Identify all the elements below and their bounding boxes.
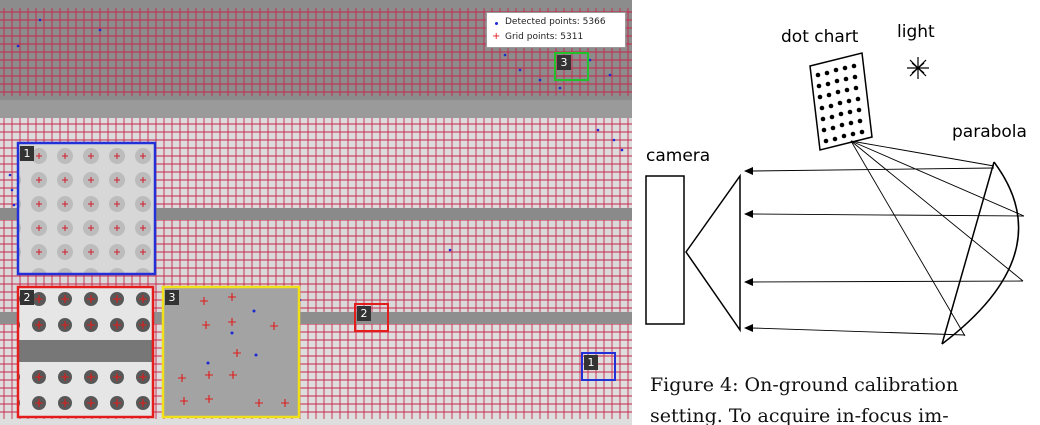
- dot-chart-label: dot chart: [781, 27, 859, 47]
- light-icon: [907, 57, 929, 79]
- light-label: light: [897, 22, 935, 42]
- plot-legend: Detected points: 5366 + Grid points: 531…: [486, 12, 626, 48]
- dot-chart-icon: [809, 52, 873, 151]
- ray-arrowheads: [744, 167, 753, 332]
- parabola-label: parabola: [952, 122, 1027, 142]
- detected-point-icon: [495, 22, 498, 25]
- marker-1-badge: 1: [584, 355, 598, 370]
- camera-icon: [645, 173, 741, 333]
- light-rays: [751, 140, 1025, 337]
- caption-line-2: setting. To acquire in-focus im-: [650, 405, 949, 425]
- inset-2-badge: 2: [20, 290, 34, 305]
- grid-detection-image: Detected points: 5366 + Grid points: 531…: [0, 0, 632, 425]
- inset-2-frame: [16, 285, 155, 419]
- caption-line-1: Figure 4: On-ground calibration: [650, 374, 959, 396]
- inset-3-frame: [161, 285, 301, 419]
- legend-detected: Detected points: 5366: [505, 17, 606, 27]
- inset-1-badge: 1: [20, 146, 34, 161]
- camera-label: camera: [646, 146, 711, 166]
- inset-1-frame: [16, 141, 157, 276]
- marker-3-badge: 3: [557, 55, 571, 70]
- region-2-marker: [354, 303, 389, 332]
- region-3-marker: [554, 52, 589, 81]
- figure-caption: Figure 4: On-ground calibration setting.…: [650, 370, 1040, 425]
- setup-drawing: [645, 52, 1025, 345]
- parabola-mirror: [941, 161, 1020, 345]
- detected-points: [8, 18, 624, 302]
- region-1-marker: [581, 352, 616, 381]
- inset-3-badge: 3: [165, 290, 179, 305]
- marker-2-badge: 2: [357, 306, 371, 321]
- calibration-diagram: dot chart light camera parabola Figure 4…: [632, 0, 1040, 425]
- legend-grid: Grid points: 5311: [505, 32, 584, 42]
- detection-plot: [0, 0, 632, 425]
- grid-point-icon: +: [492, 31, 501, 42]
